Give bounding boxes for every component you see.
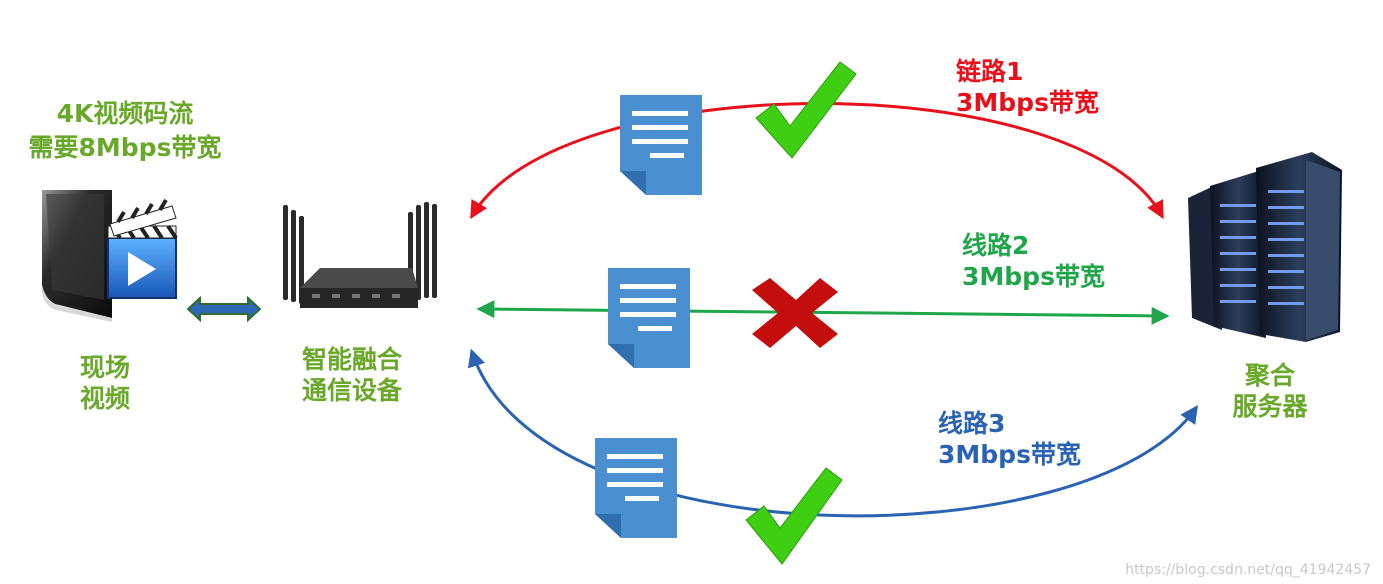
- router-device-icon: [283, 202, 437, 308]
- server-rack-icon: [1188, 152, 1342, 342]
- link2-bandwidth: 3Mbps带宽: [962, 262, 1105, 292]
- document-icon-link3: [595, 438, 677, 538]
- link1-name: 链路1: [956, 57, 1024, 86]
- source-requirement: 需要8Mbps带宽: [28, 133, 222, 162]
- document-icon-link2: [608, 268, 690, 368]
- source-caption-label: 4K视频码流: [40, 98, 210, 129]
- link3-arc: [467, 348, 1199, 518]
- watermark: https://blog.csdn.net/qq_41942457: [1125, 562, 1371, 578]
- link3-name: 线路3: [938, 409, 1006, 438]
- server-name-label: 聚合 服务器: [1210, 360, 1330, 423]
- source-name-line1: 现场: [79, 353, 130, 382]
- link2-line: [476, 300, 1170, 325]
- source-device-link: [186, 295, 262, 323]
- device-name-line1: 智能融合: [301, 345, 402, 374]
- check-icon-link3: [745, 467, 843, 565]
- cross-icon-link2: [752, 278, 838, 348]
- video-source-icon: [41, 190, 178, 322]
- link3-bandwidth: 3Mbps带宽: [938, 440, 1081, 470]
- source-requirement-label: 需要8Mbps带宽: [10, 132, 240, 163]
- link2-name: 线路2: [962, 231, 1030, 260]
- source-name-line2: 视频: [79, 384, 130, 414]
- device-name-line2: 通信设备: [301, 376, 402, 406]
- device-name-label: 智能融合 通信设备: [282, 344, 422, 407]
- link1-label: 链路1 3Mbps带宽: [956, 56, 1099, 119]
- check-icon-link1: [755, 61, 857, 159]
- server-name-line2: 服务器: [1232, 392, 1308, 422]
- link3-label: 线路3 3Mbps带宽: [938, 408, 1081, 471]
- source-name-label: 现场 视频: [60, 352, 150, 415]
- server-name-line1: 聚合: [1244, 361, 1295, 390]
- source-caption: 4K视频码流: [56, 99, 194, 128]
- link1-bandwidth: 3Mbps带宽: [956, 88, 1099, 118]
- link2-label: 线路2 3Mbps带宽: [962, 230, 1105, 293]
- document-icon-link1: [620, 95, 702, 195]
